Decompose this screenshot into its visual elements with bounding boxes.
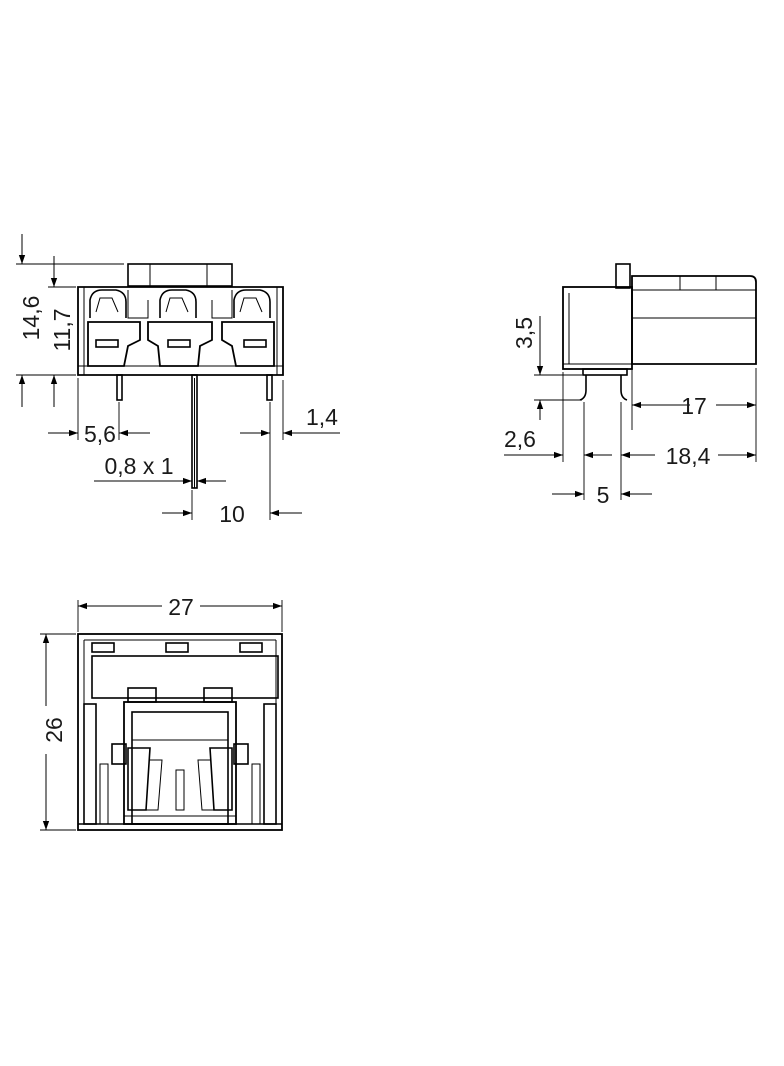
label-side-pin-length: 2,6	[504, 426, 536, 452]
dim-top-width: 27	[78, 594, 282, 620]
label-side-pin-height: 3,5	[511, 317, 537, 349]
dim-pin-pitch: 10	[162, 501, 302, 527]
label-pin-width: 1,4	[306, 404, 338, 430]
pole-1	[87, 289, 141, 367]
dim-side-pin-spacing: 5	[552, 482, 652, 508]
dim-pin-width: 1,4	[240, 404, 340, 437]
dim-side-pin-height: 3,5	[511, 316, 544, 420]
dim-side-body-length: 17	[632, 393, 756, 419]
label-pin-pitch: 10	[219, 501, 245, 527]
pole-2	[147, 289, 213, 367]
label-top-depth: 26	[41, 717, 67, 743]
label-pin-offset: 5,6	[84, 421, 116, 447]
label-front-total-height: 14,6	[18, 296, 44, 341]
pole-3	[221, 289, 275, 367]
label-side-total-length: 18,4	[666, 443, 711, 469]
label-front-body-height: 11,7	[49, 308, 75, 351]
dim-side-pin-length: 2,6	[504, 426, 612, 459]
side-extension-lines	[534, 368, 757, 500]
dim-front-body-height: 11,7	[49, 256, 75, 407]
label-side-body-length: 17	[681, 393, 707, 419]
dim-top-depth: 26	[41, 634, 67, 830]
side-view	[562, 263, 757, 401]
front-extension-lines	[16, 263, 284, 520]
dim-front-total-height: 14,6	[18, 234, 44, 407]
top-view	[77, 633, 283, 831]
dim-side-total-length: 18,4	[621, 443, 756, 469]
dim-pin-section: 0,8 x 1	[94, 453, 226, 485]
front-view	[77, 263, 284, 489]
label-top-width: 27	[168, 594, 194, 620]
dim-pin-offset: 5,6	[48, 421, 150, 447]
label-pin-section: 0,8 x 1	[104, 453, 173, 479]
label-side-pin-spacing: 5	[597, 482, 610, 508]
